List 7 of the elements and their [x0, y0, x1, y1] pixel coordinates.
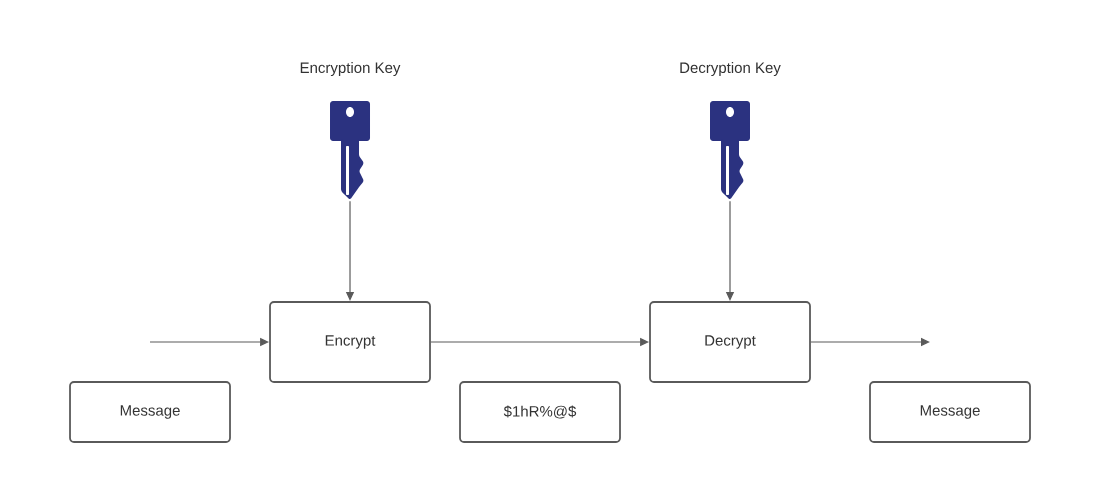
- message-box: $1hR%@$: [459, 381, 621, 443]
- process-box: Encrypt: [269, 301, 431, 383]
- key-label: Encryption Key: [300, 62, 401, 76]
- message-box: Message: [869, 381, 1031, 443]
- key-label: Decryption Key: [680, 62, 781, 76]
- message-box: Message: [69, 381, 231, 443]
- process-box: Decrypt: [649, 301, 811, 383]
